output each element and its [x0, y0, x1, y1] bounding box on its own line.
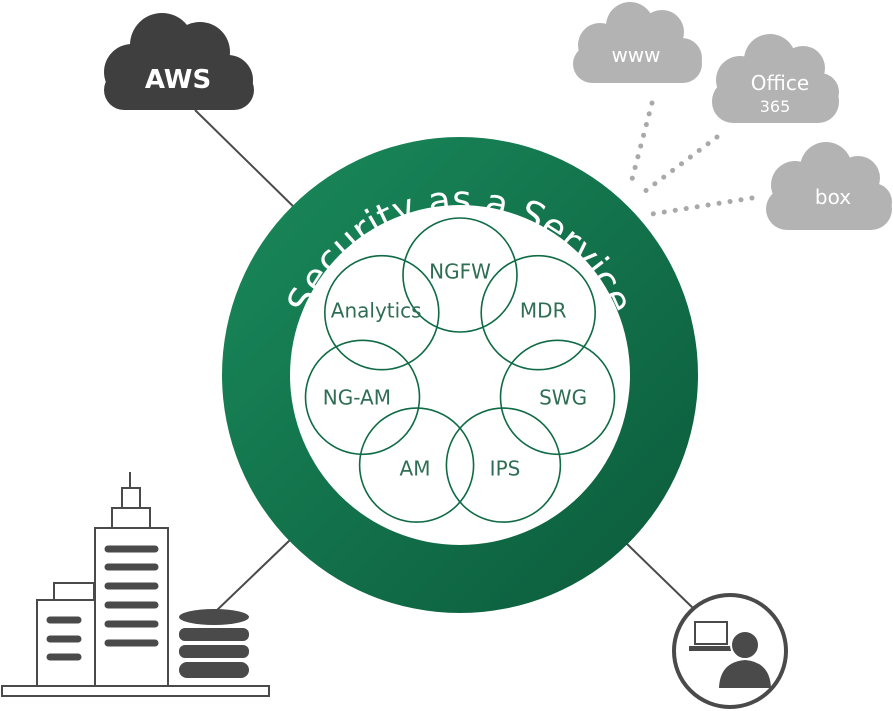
petal-swg	[499, 339, 616, 456]
www-cloud[interactable]: www	[573, 2, 702, 83]
petal-ngfw	[402, 217, 518, 333]
petal-analytics	[323, 254, 440, 371]
remote-user-icon	[672, 593, 788, 709]
service-label-ng-am: NG-AM	[323, 385, 391, 409]
service-label-mdr: MDR	[520, 298, 567, 322]
building-connector-line	[214, 539, 291, 613]
box-cloud[interactable]: box	[766, 142, 892, 230]
service-label-am: AM	[400, 457, 431, 481]
service-label-swg: SWG	[539, 385, 587, 409]
petal-mdr	[480, 254, 597, 371]
aws-cloud-icon	[104, 13, 254, 110]
office365-cloud[interactable]: Office 365	[712, 34, 839, 123]
service-label-analytics: Analytics	[331, 298, 422, 322]
service-label-ips: IPS	[490, 457, 521, 481]
aws-connector-line	[194, 109, 301, 214]
database-icon	[179, 609, 249, 678]
office365-sublabel: 365	[760, 97, 791, 116]
www-cloud-icon	[573, 2, 702, 83]
service-petals: NGFW MDR SWG IPS AM NG-AM Analytics	[304, 217, 616, 523]
box-cloud-icon	[766, 142, 892, 230]
aws-cloud[interactable]: AWS	[104, 13, 254, 110]
office-building-icon	[1, 472, 270, 697]
office365-cloud-icon	[712, 34, 839, 123]
petal-ips	[445, 407, 562, 523]
aws-label: AWS	[145, 65, 211, 95]
saas-dotted-connectors	[627, 100, 755, 217]
box-label: box	[815, 185, 851, 209]
office365-label: Office	[751, 71, 809, 95]
petal-ng-am	[304, 339, 421, 456]
www-label: www	[611, 43, 660, 67]
user-connector-line	[624, 541, 696, 611]
petal-am	[358, 407, 475, 523]
service-label-ngfw: NGFW	[429, 259, 491, 283]
service-ring-inner	[290, 205, 630, 545]
